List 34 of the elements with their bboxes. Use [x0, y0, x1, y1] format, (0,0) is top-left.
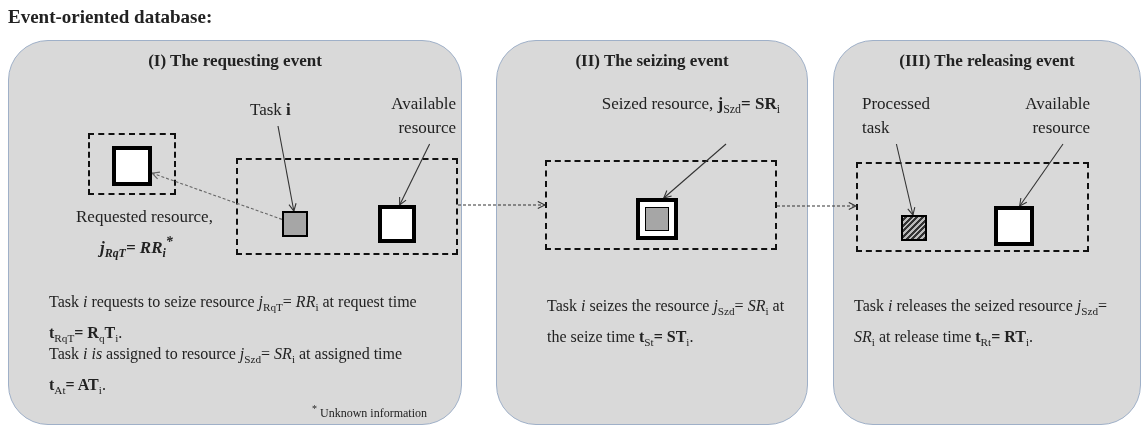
event-description: Task i is assigned to resource j$_{Szd}$= SR$_{i}$ at assigned time t$_{At}$= AT$_{i}$.: [49, 344, 404, 399]
leader-line: [1019, 143, 1064, 207]
event-description: Task i requests to seize resource j$_{RqT}$= RR$_{i}$ at request time t$_{RqT}$= R$_{q}$T$_{i}$.: [49, 292, 418, 347]
resource-square: [378, 205, 416, 243]
footnote: $^{*}$ Unknown information: [312, 402, 427, 420]
callout-label: Available resource: [368, 92, 456, 142]
title: Event-oriented database:: [8, 6, 213, 28]
leader-line: [663, 143, 727, 199]
resource-square: [994, 206, 1034, 246]
leader-line: [895, 143, 916, 216]
callout-label: Seized resource, j$_{Szd}$= SR$_{i}$: [600, 92, 780, 142]
panel-heading: (I) The requesting event: [147, 51, 323, 71]
callout-label: Task i: [250, 98, 320, 124]
leader-line: [399, 143, 431, 206]
arrow: [457, 200, 546, 210]
callout-label: Available resource: [1000, 92, 1090, 142]
dashed-region: [545, 160, 777, 250]
callout-label: Processed task: [862, 92, 948, 142]
dashed-region: [236, 158, 458, 255]
arrow: [776, 201, 857, 211]
task-square: [282, 211, 308, 237]
resource-square: [112, 146, 152, 186]
panel-heading: (III) The releasing event: [898, 51, 1076, 71]
processed-task-square: [901, 215, 927, 241]
event-panel: [833, 40, 1141, 425]
leader-line: [277, 125, 297, 212]
event-panel: [496, 40, 808, 425]
panel-heading: (II) The seizing event: [574, 51, 730, 71]
event-panel: [8, 40, 462, 425]
arrow: [151, 171, 283, 220]
seized-resource-square: [636, 198, 678, 240]
event-description: Task i seizes the resource j$_{Szd}$= SR$_{i}$ at the seize time t$_{St}$= ST$_{i}$.: [547, 296, 786, 351]
dashed-region: [856, 162, 1089, 252]
event-description: Task i releases the seized resource j$_{Szd}$= SR$_{i}$ at release time t$_{Rt}$= RT$_{i}$.: [854, 296, 1109, 351]
